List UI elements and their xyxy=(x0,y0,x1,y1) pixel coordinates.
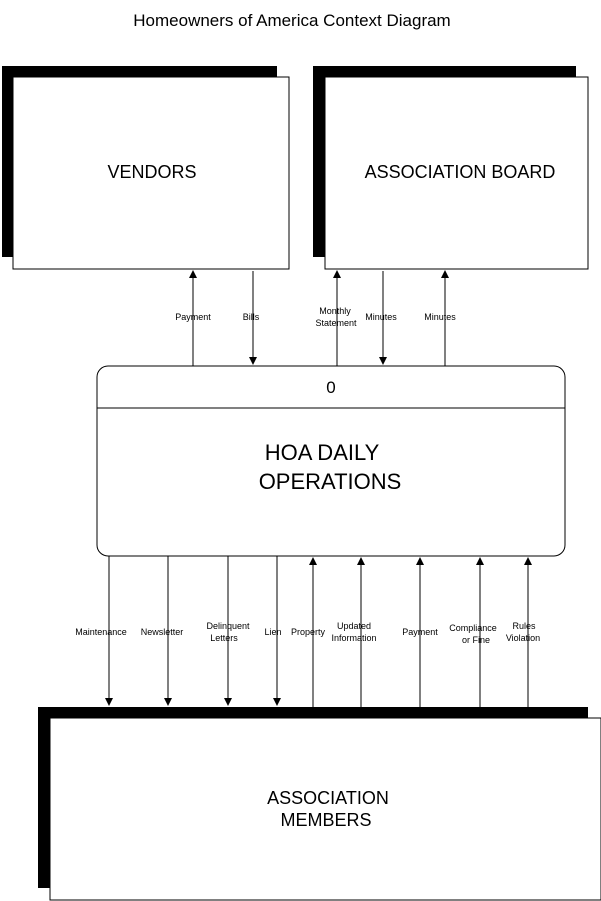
top-flows: Payment Bills Monthly Statement Minutes … xyxy=(175,270,456,366)
vendors-label: VENDORS xyxy=(107,162,196,182)
members-label-line1: ASSOCIATION xyxy=(267,788,389,808)
flow-label-monthly: Monthly xyxy=(319,306,351,316)
flow-label-minutes-1: Minutes xyxy=(365,312,397,322)
flow-label-lien: Lien xyxy=(264,627,281,637)
vendors-box xyxy=(12,76,290,270)
flow-label-maintenance: Maintenance xyxy=(75,627,127,637)
flow-label-compliance: Compliance xyxy=(449,623,497,633)
flow-label-newsletter: Newsletter xyxy=(141,627,184,637)
flow-label-letters: Letters xyxy=(210,633,238,643)
flow-label-or-fine: or Fine xyxy=(462,635,490,645)
process-box xyxy=(96,365,566,557)
flow-label-rules: Rules xyxy=(512,621,536,631)
association-board-entity: ASSOCIATION BOARD xyxy=(313,66,589,270)
hoa-process: 0 HOA DAILY OPERATIONS xyxy=(96,365,566,557)
process-title-line1: HOA DAILY xyxy=(265,440,380,465)
process-number: 0 xyxy=(326,378,335,397)
board-label: ASSOCIATION BOARD xyxy=(365,162,556,182)
association-members-entity: ASSOCIATION MEMBERS xyxy=(38,707,601,901)
flow-label-information: Information xyxy=(331,633,376,643)
flow-label-payment-top: Payment xyxy=(175,312,211,322)
process-title-line2: OPERATIONS xyxy=(259,469,402,494)
flow-label-updated: Updated xyxy=(337,621,371,631)
flow-label-minutes-2: Minutes xyxy=(424,312,456,322)
vendors-entity: VENDORS xyxy=(2,66,290,270)
flow-label-statement: Statement xyxy=(315,318,357,328)
flow-label-property: Property xyxy=(291,627,326,637)
board-box xyxy=(324,76,589,270)
flow-label-delinquent: Delinquent xyxy=(206,621,250,631)
diagram-title: Homeowners of America Context Diagram xyxy=(133,11,450,30)
flow-label-bills: Bills xyxy=(243,312,260,322)
flow-label-payment-bottom: Payment xyxy=(402,627,438,637)
members-box xyxy=(49,717,601,901)
bottom-flows: Maintenance Newsletter Delinquent Letter… xyxy=(75,556,540,707)
flow-label-violation: Violation xyxy=(506,633,540,643)
members-label-line2: MEMBERS xyxy=(280,810,371,830)
